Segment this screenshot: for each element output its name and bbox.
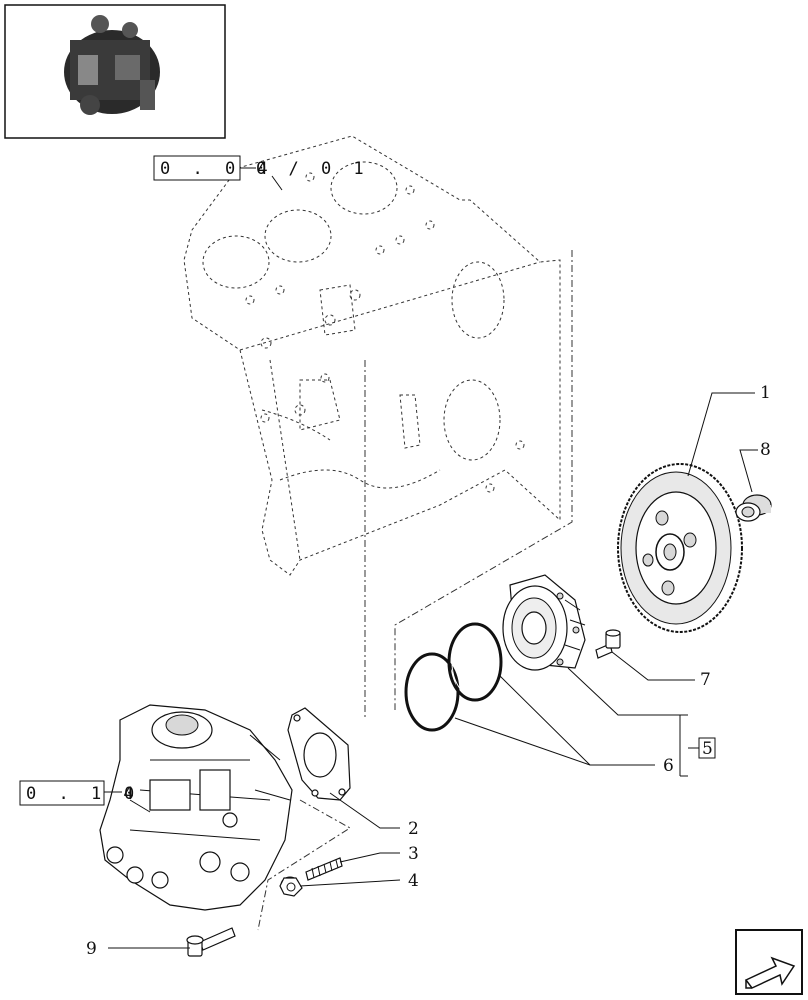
callouts: 1 8 7 5 6 2 3 4 9 — [86, 383, 771, 959]
ref-block-box-text: 0 . 0 4 — [160, 159, 274, 179]
leader-lines — [108, 392, 758, 949]
o-ring-seal-inner[interactable] — [447, 622, 503, 702]
callout-4: 4 — [408, 871, 419, 891]
callout-8: 8 — [760, 440, 771, 460]
engine-thumbnail[interactable] — [4, 4, 226, 139]
engine-block-outline — [183, 135, 561, 576]
callout-3: 3 — [408, 844, 419, 864]
ref-pump-tail-text: 0 — [124, 784, 140, 804]
flange-nut[interactable] — [279, 876, 303, 897]
ref-block-tail-text: 0 / 0 1 — [256, 159, 370, 179]
pump-hub[interactable] — [502, 574, 586, 671]
next-page-arrow-icon — [744, 956, 796, 989]
ref-pump-box-text: 0 . 1 4 — [26, 784, 140, 804]
callout-2: 2 — [408, 819, 419, 839]
flange-gasket[interactable] — [287, 707, 351, 801]
bushing[interactable] — [735, 494, 772, 522]
injection-pump-gear[interactable] — [617, 463, 743, 633]
engine-thumbnail-icon — [64, 15, 160, 115]
ref-block[interactable]: 0 . 0 4 0 / 0 1 — [153, 155, 370, 191]
callout-1: 1 — [760, 383, 771, 403]
bolt[interactable] — [186, 927, 236, 957]
callout-9: 9 — [86, 939, 97, 959]
assembly-centerlines — [257, 250, 573, 931]
hub-screw[interactable] — [595, 629, 621, 659]
callout-6: 6 — [663, 756, 674, 776]
ref-pump[interactable]: 0 . 1 4 0 — [19, 780, 151, 813]
next-page-button[interactable] — [735, 929, 803, 995]
injection-pump[interactable] — [99, 704, 293, 911]
callout-7: 7 — [700, 670, 711, 690]
callout-5: 5 — [702, 739, 713, 759]
stud[interactable] — [305, 857, 343, 881]
